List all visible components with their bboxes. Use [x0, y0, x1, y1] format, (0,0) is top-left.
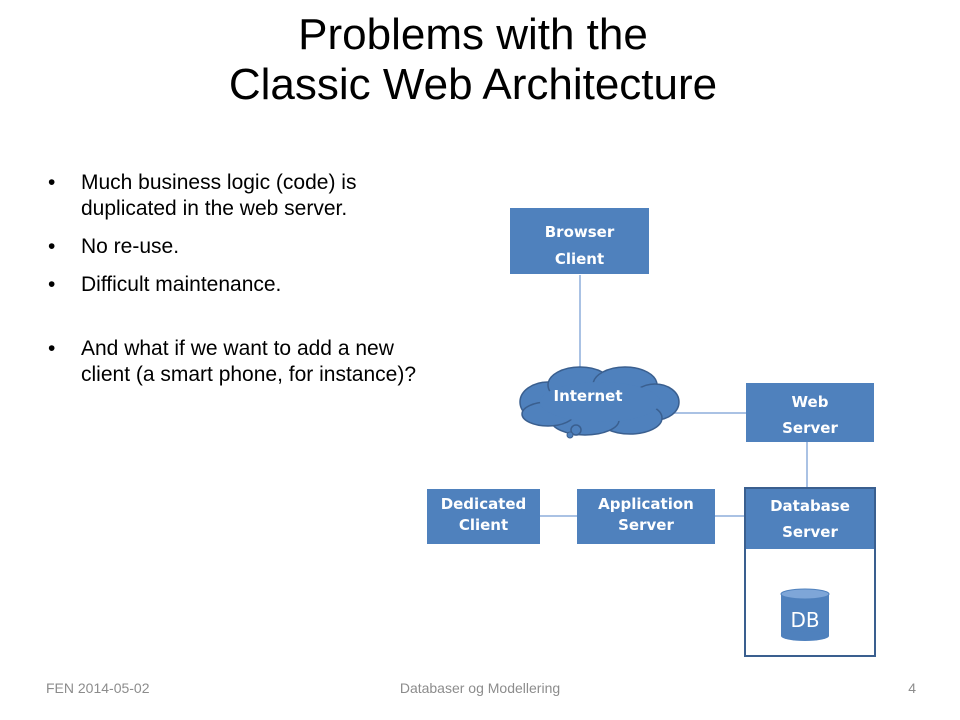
slide-title: Problems with the Classic Web Architectu…	[0, 10, 946, 110]
footer-course: Databaser og Modellering	[399, 680, 561, 696]
application-server-box: Application Server	[577, 489, 715, 544]
web-label: Web	[791, 393, 829, 411]
bullet-item: No re-use.	[46, 234, 416, 260]
bullet-item: And what if we want to add a new client …	[46, 336, 416, 388]
bullet-list: Much business logic (code) is duplicated…	[46, 170, 416, 400]
cloud-tail-small	[566, 431, 574, 439]
dedicated-label: Dedicated	[440, 495, 527, 513]
application-label: Application	[598, 495, 694, 513]
db-label: DB	[790, 608, 820, 632]
server-label: Server	[782, 523, 838, 541]
dedicated-client-box: Dedicated Client	[427, 489, 540, 544]
cloud-tail	[570, 424, 582, 436]
db-cylinder	[780, 588, 830, 641]
internet-label: Internet	[553, 387, 623, 405]
client-label: Client	[458, 516, 509, 534]
server-label: Server	[782, 419, 838, 437]
footer-date: FEN 2014-05-02	[46, 680, 150, 696]
database-server-frame	[744, 487, 876, 657]
database-label: Database	[770, 497, 850, 515]
footer-page-number: 4	[908, 680, 916, 696]
browser-label: Browser	[544, 223, 615, 241]
browser-client-box: Browser Client	[510, 208, 649, 274]
database-server-box: Database Server	[746, 489, 874, 549]
internet-cloud-fill	[540, 382, 660, 422]
title-line-2: Classic Web Architecture	[228, 60, 718, 109]
title-line-1: Problems with the	[298, 10, 648, 59]
bullet-item: Difficult maintenance.	[46, 272, 416, 298]
client-label: Client	[554, 250, 605, 268]
web-server-box: Web Server	[746, 383, 874, 442]
server-label: Server	[618, 516, 674, 534]
bullet-item: Much business logic (code) is duplicated…	[46, 170, 416, 222]
